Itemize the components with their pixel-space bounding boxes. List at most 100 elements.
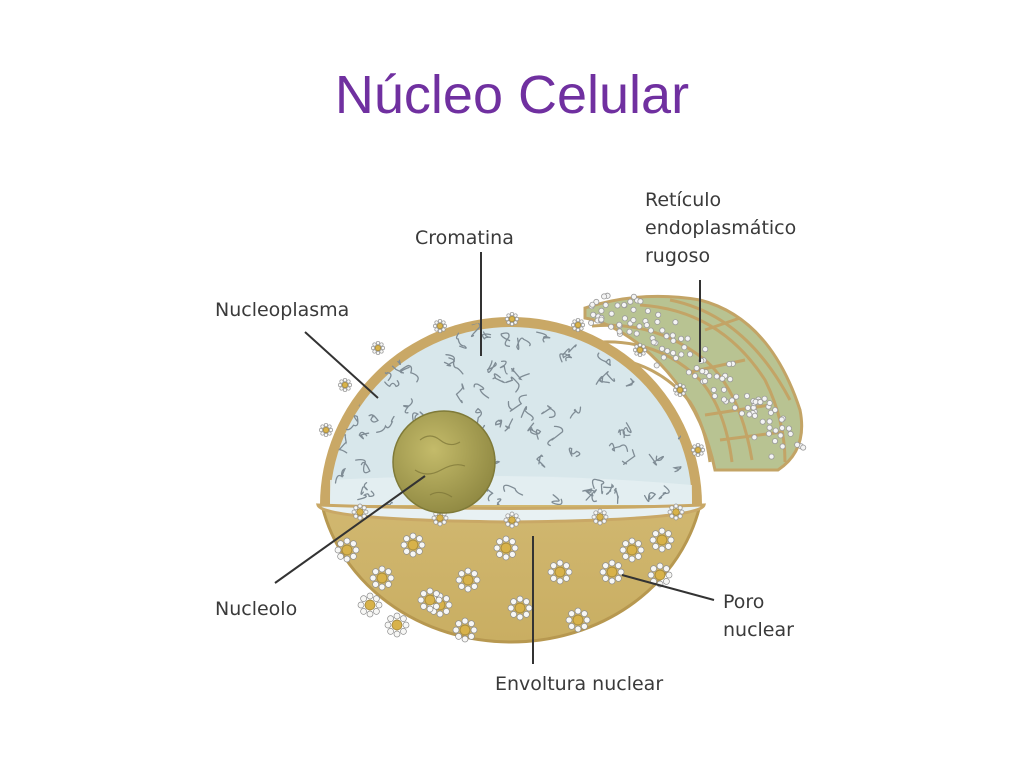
ribosome [655,311,662,318]
nuclear-pore [690,442,706,458]
ribosome [647,327,654,334]
label-nucleoplasma: Nucleoplasma [215,299,350,321]
ribosome [772,427,779,434]
ribosome [744,404,751,411]
ribosome [692,372,699,379]
ribosome [616,321,623,328]
ribosome [779,424,786,431]
ribosome [669,332,676,339]
ribosome [654,318,661,325]
chromatin-strand [672,466,682,473]
ribosome [779,443,786,450]
ribosome [772,406,779,413]
chromatin-strand [582,488,598,503]
chromatin-strand [368,414,379,423]
nuclear-pore [493,535,519,561]
label-cromatina: Cromatina [415,227,514,249]
ribosome [630,293,637,300]
chromatin-strand [643,492,657,503]
nuclear-pore [432,318,448,334]
ribosome [800,444,807,451]
chromatin-strand [355,459,371,474]
nuclear-pore [503,511,521,529]
chromatin-strand [516,337,531,350]
chromatin-strand [536,331,551,343]
chromatin-strand [504,418,514,432]
chromatin-strand [569,406,582,419]
ribosome [630,317,637,324]
chromatin-strand [481,331,492,340]
ribosome [733,393,740,400]
nuclear-pore [357,592,383,618]
chromatin-strand [595,375,610,385]
nuclear-pore [632,342,648,358]
chromatin-strand [608,442,629,452]
ribosome [593,298,600,305]
ribosome [681,344,688,351]
chromatin-strand [391,326,402,339]
chromatin-strand [527,422,540,435]
label-reticulo-endoplasmatico-rugoso: Retículo endoplasmático rugoso [645,189,797,267]
ribosome [766,418,773,425]
nuclear-pore [384,612,410,638]
ribosome [721,386,728,393]
chromatin-strand [551,494,563,505]
chromatin-strand [360,482,369,495]
chromatin-strand [559,344,577,363]
ribosome [590,311,597,318]
chromatin-strand [486,360,497,373]
chromatin-strand [505,376,520,393]
ribosome [678,335,685,342]
chromatin-strand [350,353,368,370]
ribosome [766,424,773,431]
nuclear-pore [431,509,449,527]
ribosome [672,355,679,362]
chromatin-strand [402,398,413,414]
chromatin-strand [510,367,530,381]
ribosome [636,323,643,330]
ribosome [685,369,692,376]
ribosome [659,345,666,352]
chromatin-strand [658,485,670,500]
ribosome [761,395,768,402]
ribosome [786,425,793,432]
label-envoltura-nuclear: Envoltura nuclear [495,673,664,695]
chromatin-strand [384,380,400,388]
ribosome [778,416,785,423]
chromatin-strand [536,454,546,468]
ribosome [729,397,736,404]
leader-nucleolo [274,475,426,584]
nuclear-pore [318,422,334,438]
nuclear-pore [337,377,353,393]
chromatin-strand [399,364,419,383]
ribosome [589,301,596,308]
nuclear-pore [570,317,586,333]
ribosome [672,319,679,326]
chromatin-strand [503,484,524,496]
chromatin-strand [500,332,511,347]
ribosome [719,375,726,382]
chromatin-strand [358,431,370,440]
chromatin-strand [334,467,347,484]
chromatin-strand [492,373,505,384]
ribosome [713,373,720,380]
ribosome [601,293,608,300]
chromatin-strand [584,488,597,501]
ribosome [687,351,694,358]
ribosome [627,298,634,305]
ribosome [711,393,718,400]
ribosome [702,378,709,385]
ribosome [738,410,745,417]
chromatin-strand [455,383,465,404]
chromatin-strand [496,498,502,505]
chromatin-strand [337,434,348,454]
chromatin-strand [473,383,490,399]
chromatin-strand [507,394,528,412]
ribosome [702,346,709,353]
chromatin-strand [494,419,503,428]
ribosome [768,453,775,460]
ribosome [598,316,605,323]
ribosome [616,328,623,335]
nuclear-pore [647,562,673,588]
